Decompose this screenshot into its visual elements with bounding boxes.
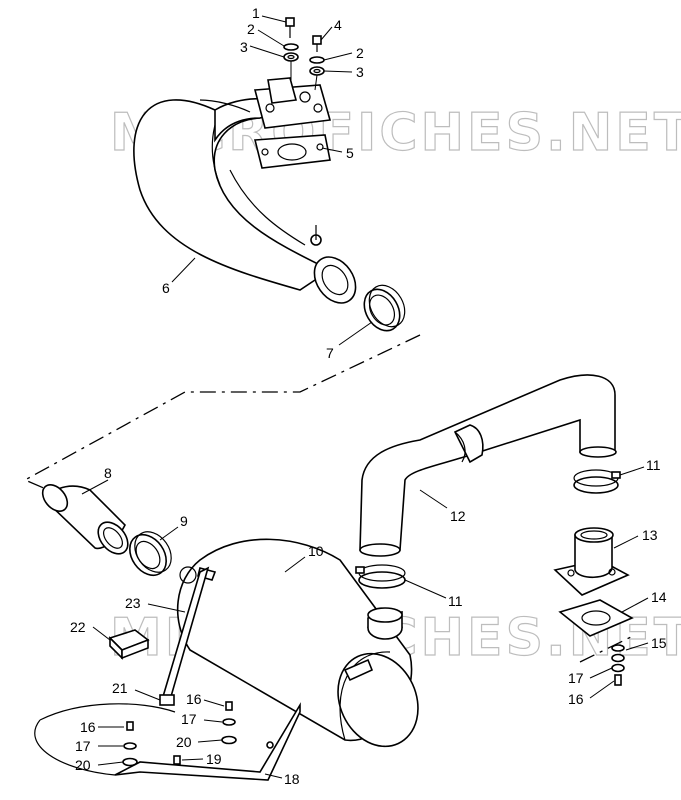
callout-9: 9 bbox=[180, 513, 188, 529]
mounting-pad bbox=[108, 629, 150, 660]
callout-17: 17 bbox=[181, 711, 197, 727]
flange-bolt-right bbox=[309, 35, 325, 91]
tailpipe bbox=[359, 374, 617, 557]
routing-line bbox=[23, 334, 421, 496]
outlet-hardware bbox=[579, 634, 636, 686]
callout-17: 17 bbox=[568, 670, 584, 686]
callout-16: 16 bbox=[568, 691, 584, 707]
callout-14: 14 bbox=[651, 589, 667, 605]
callout-18: 18 bbox=[284, 771, 300, 787]
callout-11: 11 bbox=[646, 457, 661, 473]
bracket-hardware bbox=[122, 701, 237, 767]
callout-2: 2 bbox=[356, 45, 364, 61]
callout-1: 1 bbox=[252, 5, 260, 21]
outlet-flange bbox=[553, 527, 630, 596]
muffler bbox=[176, 538, 419, 748]
callout-13: 13 bbox=[642, 527, 658, 543]
callout-8: 8 bbox=[104, 465, 112, 481]
callout-23: 23 bbox=[125, 595, 141, 611]
callout-12: 12 bbox=[450, 508, 466, 524]
flange-bolt-left bbox=[283, 17, 299, 80]
callout-10: 10 bbox=[308, 543, 324, 559]
callout-4: 4 bbox=[334, 17, 342, 33]
inlet-spring-clamp bbox=[129, 531, 172, 577]
callout-20: 20 bbox=[75, 757, 91, 773]
callout-11: 11 bbox=[448, 593, 463, 609]
callout-7: 7 bbox=[326, 345, 334, 361]
head-pipe-spring-clamp bbox=[363, 284, 406, 332]
callout-6: 6 bbox=[162, 280, 170, 296]
callout-5: 5 bbox=[346, 145, 354, 161]
head-pipe bbox=[133, 97, 357, 304]
exhaust-gasket bbox=[253, 134, 331, 169]
leader-lines bbox=[81, 15, 649, 779]
callout-3: 3 bbox=[356, 64, 364, 80]
callout-20: 20 bbox=[176, 734, 192, 750]
callout-15: 15 bbox=[651, 635, 667, 651]
callout-labels: 1 2 3 4 2 3 5 6 7 8 9 10 11 11 12 13 14 … bbox=[70, 5, 667, 787]
inlet-pipe bbox=[41, 484, 129, 555]
muffler-bracket bbox=[34, 702, 301, 781]
callout-17: 17 bbox=[75, 738, 91, 754]
manifold-flange bbox=[253, 77, 332, 129]
outlet-gasket bbox=[558, 599, 634, 637]
callout-21: 21 bbox=[112, 680, 128, 696]
callout-3: 3 bbox=[240, 39, 248, 55]
tailpipe-clamp-upper bbox=[573, 469, 621, 494]
callout-16: 16 bbox=[186, 691, 202, 707]
callout-19: 19 bbox=[206, 751, 222, 767]
callout-22: 22 bbox=[70, 619, 86, 635]
callout-2: 2 bbox=[247, 21, 255, 37]
tailpipe-clamp-lower bbox=[355, 564, 406, 589]
callout-16: 16 bbox=[80, 719, 96, 735]
